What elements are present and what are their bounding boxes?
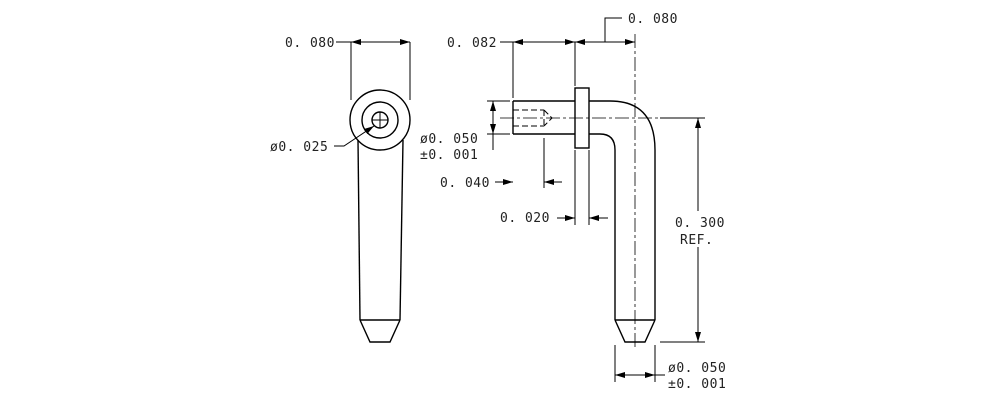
side-top-right-dim: 0. 080: [628, 12, 678, 27]
height-dim: 0. 300: [675, 216, 725, 231]
head-inner-circle: [361, 101, 399, 139]
height-ref: REF.: [680, 233, 713, 248]
shank-left-edge: [357, 139, 361, 321]
lead-diameter-dim: ø0. 050: [668, 361, 726, 376]
front-view: 0. 080 ø0. 025: [270, 36, 411, 343]
bend-inner: [589, 133, 616, 320]
shank-right-edge: [399, 139, 404, 321]
side-view: 0. 082 0. 080 ø0. 050 ±0. 001 0. 040 0. …: [420, 12, 726, 392]
lead-diameter-tol: ±0. 001: [668, 377, 726, 392]
pin-diameter-tol: ±0. 001: [420, 148, 478, 163]
bend-outer: [589, 100, 656, 320]
flange-dim: 0. 020: [500, 211, 550, 226]
shank-tip: [359, 319, 401, 343]
pin-diameter-dim: ø0. 050: [420, 132, 478, 147]
chamfer-dim: 0. 040: [440, 176, 490, 191]
hole-diameter-dim: ø0. 025: [270, 140, 328, 155]
head-outer-circle: [349, 89, 411, 151]
front-width-dim: 0. 080: [285, 36, 335, 51]
side-top-left-dim: 0. 082: [447, 36, 497, 51]
